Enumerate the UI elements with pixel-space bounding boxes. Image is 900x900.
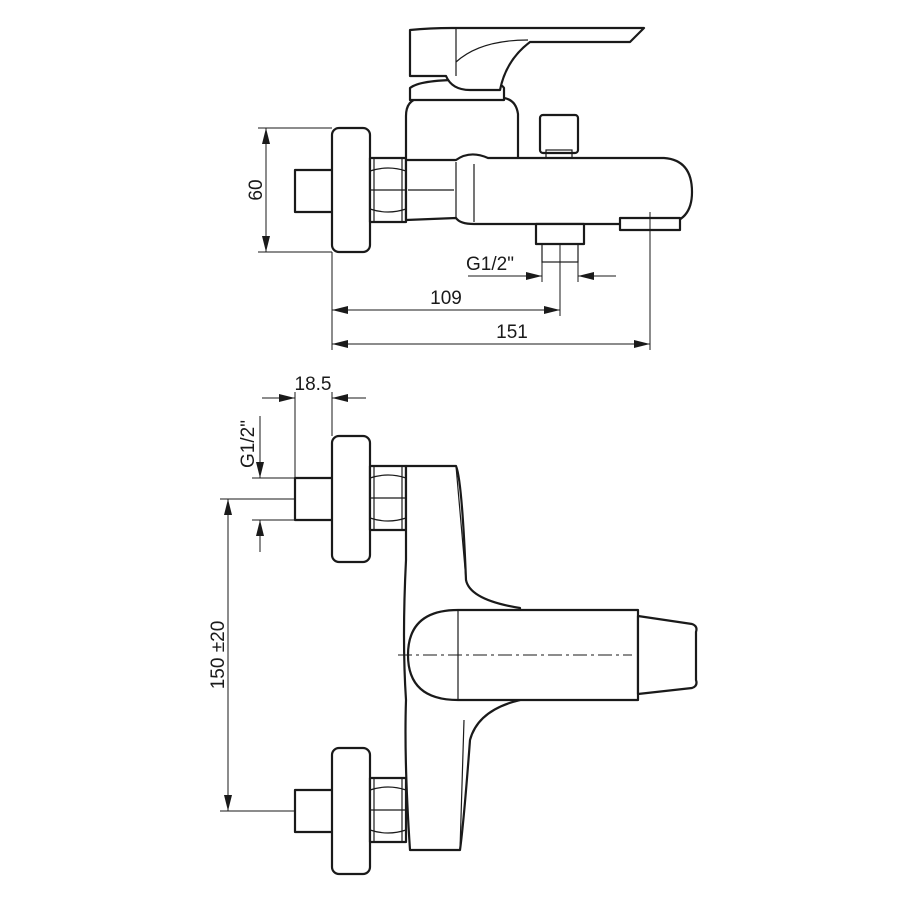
dim-label-thread-top: G1/2" [466, 254, 514, 275]
front-view: 18.5 G1/2" 150 ±20 [208, 374, 698, 876]
front-upper-flange [330, 434, 372, 564]
side-inlet-pipe [293, 168, 335, 214]
dim-label-150: 150 ±20 [208, 621, 229, 690]
front-lower-inlet-pipe [293, 788, 335, 834]
side-view: 60 G1/2" 109 151 [246, 26, 694, 350]
dim-label-60: 60 [246, 179, 267, 200]
side-cartridge-housing [404, 96, 520, 160]
side-wall-flange [330, 126, 372, 254]
front-lower-flange [330, 746, 372, 876]
dim-label-151: 151 [496, 322, 528, 343]
front-spout-tip [636, 614, 698, 696]
dim-label-thread-front: G1/2" [238, 420, 259, 468]
side-lever-handle [408, 26, 646, 92]
side-spout [404, 153, 694, 226]
dim-label-18-5: 18.5 [295, 374, 332, 395]
side-diverter-knob [538, 113, 580, 155]
dim-label-109: 109 [430, 288, 462, 309]
side-outlet-connector [534, 222, 586, 246]
front-upper-inlet-pipe [293, 476, 335, 522]
